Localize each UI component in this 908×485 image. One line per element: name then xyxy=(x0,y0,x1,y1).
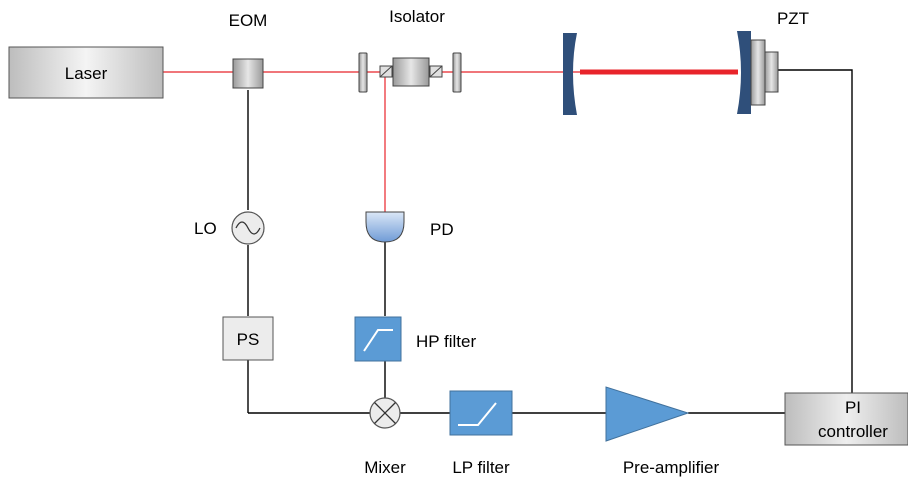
pi-controller-label-line2: controller xyxy=(818,422,888,441)
isolator xyxy=(358,52,462,93)
hp-filter-label: HP filter xyxy=(416,332,476,351)
mixer xyxy=(369,397,401,429)
pd-label: PD xyxy=(430,220,454,239)
pzt xyxy=(750,39,779,106)
pre-amplifier xyxy=(605,386,690,442)
wires xyxy=(247,69,853,414)
beam-path xyxy=(163,69,738,212)
lp-filter xyxy=(449,390,513,436)
lowpass-icon xyxy=(458,402,497,426)
lo-oscillator xyxy=(231,211,265,245)
eom-label: EOM xyxy=(229,11,268,30)
laser-label: Laser xyxy=(65,64,108,83)
highpass-icon xyxy=(363,329,393,352)
photodetector xyxy=(365,211,405,243)
pi-controller-label-line1: PI xyxy=(845,398,861,417)
cavity-mirror-right xyxy=(737,31,751,114)
sine-wave-icon xyxy=(235,221,261,235)
lp-filter-label: LP filter xyxy=(452,458,510,477)
pzt-label: PZT xyxy=(777,9,809,28)
eom xyxy=(232,58,264,89)
pi-controller: PI controller xyxy=(784,392,908,446)
cavity-mirror-left xyxy=(563,33,577,115)
isolator-label: Isolator xyxy=(389,7,445,26)
laser: Laser xyxy=(8,46,164,99)
lo-label: LO xyxy=(194,219,217,238)
phase-shifter: PS xyxy=(222,316,274,361)
ps-label: PS xyxy=(237,330,260,349)
hp-filter xyxy=(354,316,402,362)
mixer-label: Mixer xyxy=(364,458,406,477)
pre-amplifier-label: Pre-amplifier xyxy=(623,458,720,477)
